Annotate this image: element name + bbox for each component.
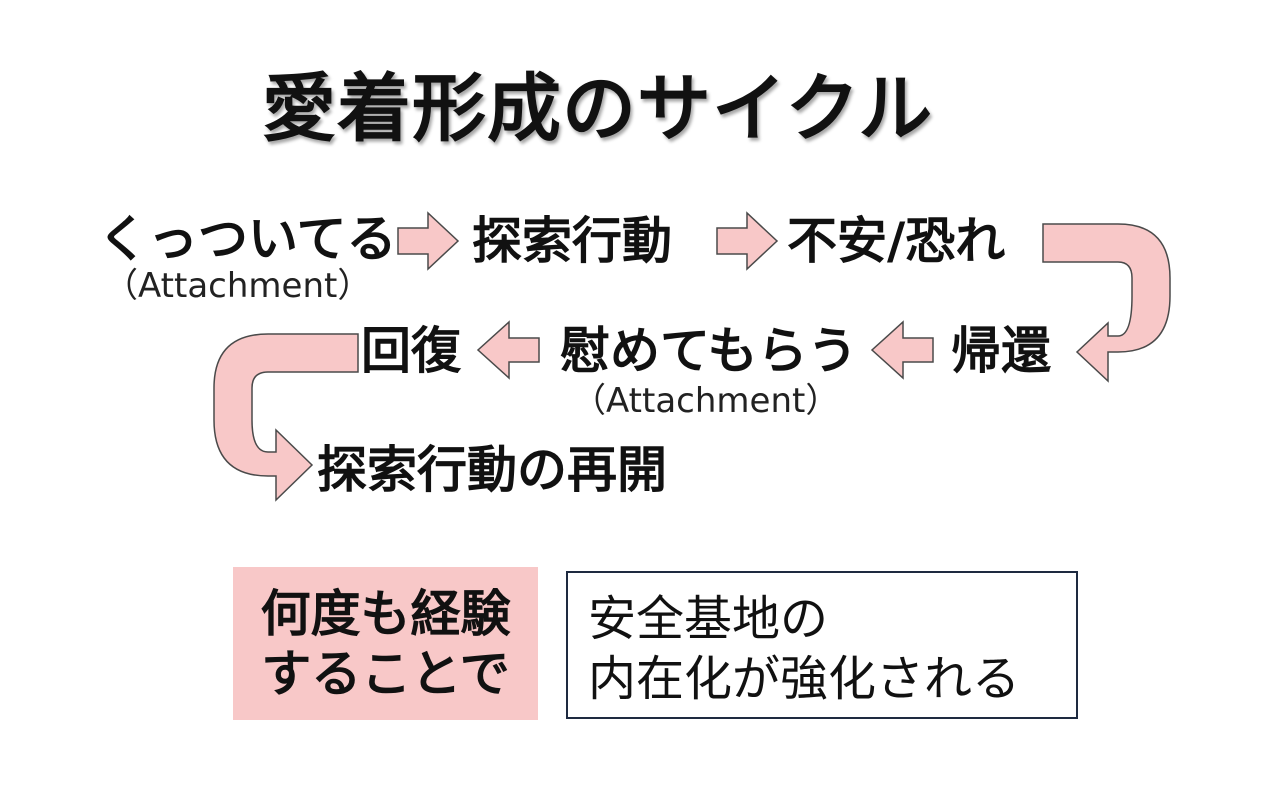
repetition-highlight-box: 何度も経験 することで bbox=[233, 567, 538, 720]
page-title: 愛着形成のサイクル bbox=[262, 66, 934, 152]
step-comforted-note: （Attachment） bbox=[572, 381, 840, 421]
step-attached: くっついてる bbox=[98, 210, 397, 268]
highlight-line-1: 何度も経験 bbox=[260, 585, 511, 643]
step-return: 帰還 bbox=[951, 322, 1051, 380]
arrow-uturn-left bbox=[213, 333, 359, 502]
result-line-1: 安全基地の bbox=[588, 591, 829, 647]
step-recovery: 回復 bbox=[361, 322, 461, 380]
arrow-right-2 bbox=[716, 211, 779, 271]
secure-base-result-box: 安全基地の 内在化が強化される bbox=[566, 571, 1078, 719]
highlight-line-2: することで bbox=[261, 645, 510, 703]
arrow-left-1 bbox=[870, 320, 934, 380]
result-line-2: 内在化が強化される bbox=[588, 651, 1021, 707]
step-anxiety-fear: 不安/恐れ bbox=[787, 212, 1006, 270]
step-comforted: 慰めてもらう bbox=[560, 322, 858, 380]
arrow-left-2 bbox=[476, 320, 540, 380]
arrow-uturn-right bbox=[1042, 223, 1171, 383]
arrow-right-1 bbox=[397, 211, 460, 271]
step-exploration-resumed: 探索行動の再開 bbox=[317, 441, 667, 499]
step-attached-note: （Attachment） bbox=[104, 266, 372, 306]
step-exploration: 探索行動 bbox=[472, 212, 672, 270]
